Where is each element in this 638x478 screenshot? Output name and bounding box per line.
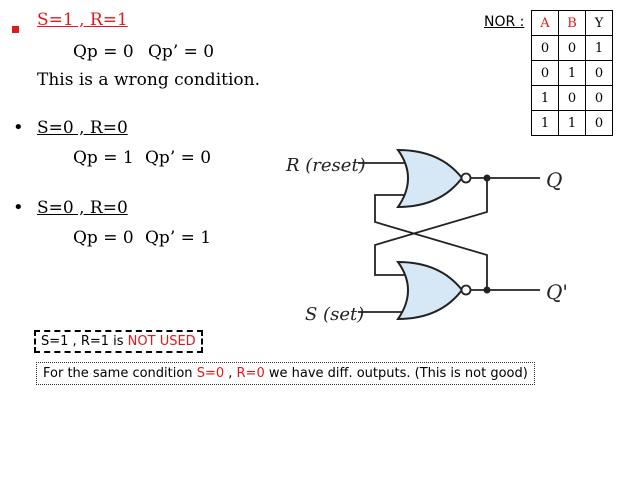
table-cell: 0 bbox=[585, 110, 613, 136]
case2-title: S=0 , R=0 bbox=[37, 118, 128, 138]
nor-truth-table: A B Y 0 0 1 0 1 0 1 0 0 1 1 0 bbox=[531, 10, 613, 136]
not-used-highlight: NOT USED bbox=[127, 334, 196, 349]
case3-qpp: Qp’ = 1 bbox=[145, 228, 212, 248]
case1-qp: Qp = 0 bbox=[73, 42, 134, 62]
case1-bullet bbox=[12, 18, 19, 37]
table-row: 1 1 0 bbox=[531, 110, 613, 136]
bullet-dot-icon: • bbox=[13, 197, 24, 218]
footer-r-value: R=0 bbox=[236, 366, 265, 381]
case1-title: S=1 , R=1 bbox=[37, 10, 128, 30]
case3-qp: Qp = 0 bbox=[73, 228, 134, 248]
footer-text-end: we have diff. outputs. (This is not good… bbox=[264, 366, 528, 381]
nor-gate-top bbox=[396, 148, 464, 209]
table-cell: 1 bbox=[531, 110, 559, 136]
table-cell: 0 bbox=[531, 35, 559, 61]
not-used-note: S=1 , R=1 is NOT USED bbox=[34, 330, 203, 353]
table-cell: 1 bbox=[585, 35, 613, 61]
table-cell: 1 bbox=[558, 110, 586, 136]
case1-qpp: Qp’ = 0 bbox=[148, 42, 215, 62]
case2-qp: Qp = 1 bbox=[73, 148, 134, 168]
table-cell: 0 bbox=[585, 85, 613, 111]
footer-note: For the same condition S=0 , R=0 we have… bbox=[36, 362, 535, 385]
q-label: Q bbox=[546, 168, 562, 192]
table-cell: 1 bbox=[558, 60, 586, 86]
feedback-wire-top bbox=[374, 194, 488, 290]
junction-dot bbox=[483, 174, 491, 182]
footer-separator: , bbox=[224, 366, 237, 381]
table-cell: 0 bbox=[558, 85, 586, 111]
inverter-bubble-top bbox=[460, 172, 472, 184]
table-header-row: A B Y bbox=[531, 10, 613, 36]
table-row: 0 1 0 bbox=[531, 60, 613, 86]
bullet-dot-icon: • bbox=[13, 117, 24, 138]
feedback-wire-bottom bbox=[374, 178, 488, 276]
nor-label: NOR : bbox=[484, 14, 525, 30]
junction-dot bbox=[483, 286, 491, 294]
table-cell: 0 bbox=[585, 60, 613, 86]
not-used-prefix: S=1 , R=1 is bbox=[41, 334, 128, 349]
footer-s-value: S=0 bbox=[196, 366, 225, 381]
nor-gate-bottom bbox=[396, 260, 464, 321]
case2-qpp: Qp’ = 0 bbox=[145, 148, 212, 168]
inverter-bubble-bottom bbox=[460, 284, 472, 296]
s-set-label: S (set) bbox=[305, 304, 364, 325]
case3-title: S=0 , R=0 bbox=[37, 198, 128, 218]
case1-note: This is a wrong condition. bbox=[37, 70, 260, 90]
r-reset-label: R (reset) bbox=[285, 155, 366, 176]
square-bullet-icon bbox=[12, 26, 19, 33]
footer-text: For the same condition bbox=[43, 366, 197, 381]
table-row: 1 0 0 bbox=[531, 85, 613, 111]
qbar-label: Q' bbox=[546, 280, 568, 304]
